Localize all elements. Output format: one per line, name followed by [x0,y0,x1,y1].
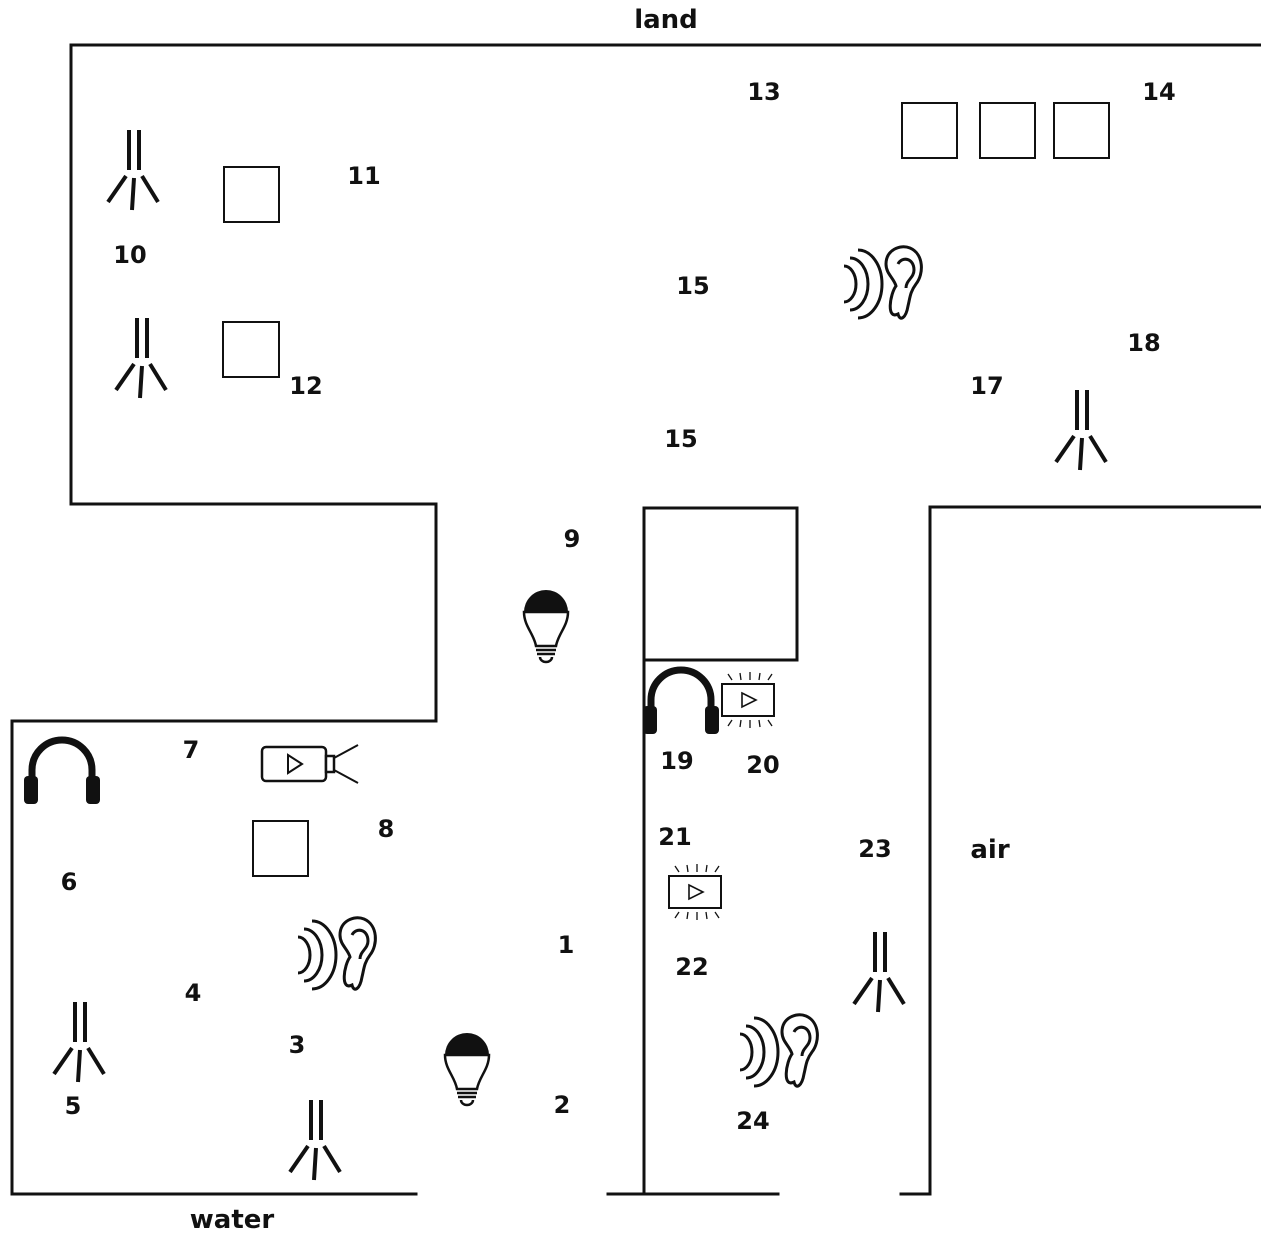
marker-23: 23 [858,835,891,863]
marker-6: 6 [61,868,78,896]
box-icon [223,166,280,223]
video-projector-icon [260,743,360,785]
zone-label-air: air [970,835,1009,865]
marker-4: 4 [185,979,202,1007]
box-icon [222,321,280,378]
ear-with-sound-waves-icon [738,1013,819,1088]
box-icon [979,102,1036,159]
marker-9: 9 [564,525,581,553]
box-icon [252,820,309,877]
headphones-icon [24,740,100,804]
marker-22: 22 [675,953,708,981]
marker-3: 3 [289,1031,306,1059]
marker-5: 5 [65,1092,82,1120]
speaker-icon [52,1000,106,1084]
video-screen-icon [668,863,722,921]
ear-with-sound-waves-icon [296,916,377,991]
marker-15a: 15 [676,272,709,300]
marker-18: 18 [1127,329,1160,357]
marker-17: 17 [970,372,1003,400]
marker-2: 2 [554,1091,571,1119]
markers: 1 2 3 4 5 6 7 8 9 10 11 12 13 14 15 15 1… [61,78,1176,1135]
speaker-icon [288,1098,342,1182]
ear-with-sound-waves-icon [842,245,923,320]
boxes [222,102,1110,877]
marker-10: 10 [113,241,146,269]
marker-1: 1 [558,931,575,959]
speaker-icon [852,930,906,1014]
light-bulb-icon [522,588,570,664]
marker-19: 19 [660,747,693,775]
headphones-icon [643,670,719,734]
speaker-icon [114,316,168,400]
marker-13: 13 [747,78,780,106]
marker-14: 14 [1142,78,1175,106]
zone-label-land: land [634,5,698,35]
light-bulb-icon [443,1031,491,1107]
box-icon [1053,102,1110,159]
box-icon [901,102,958,159]
marker-15b: 15 [664,425,697,453]
marker-12: 12 [289,372,322,400]
marker-7: 7 [183,736,200,764]
marker-8: 8 [378,815,395,843]
marker-11: 11 [347,162,380,190]
marker-24: 24 [736,1107,769,1135]
speaker-icon [1054,388,1108,472]
marker-20: 20 [746,751,779,779]
zone-label-water: water [190,1205,275,1233]
speaker-icon [106,128,160,212]
marker-21: 21 [658,823,691,851]
video-screen-icon [721,671,775,729]
walls [10,43,1261,1196]
